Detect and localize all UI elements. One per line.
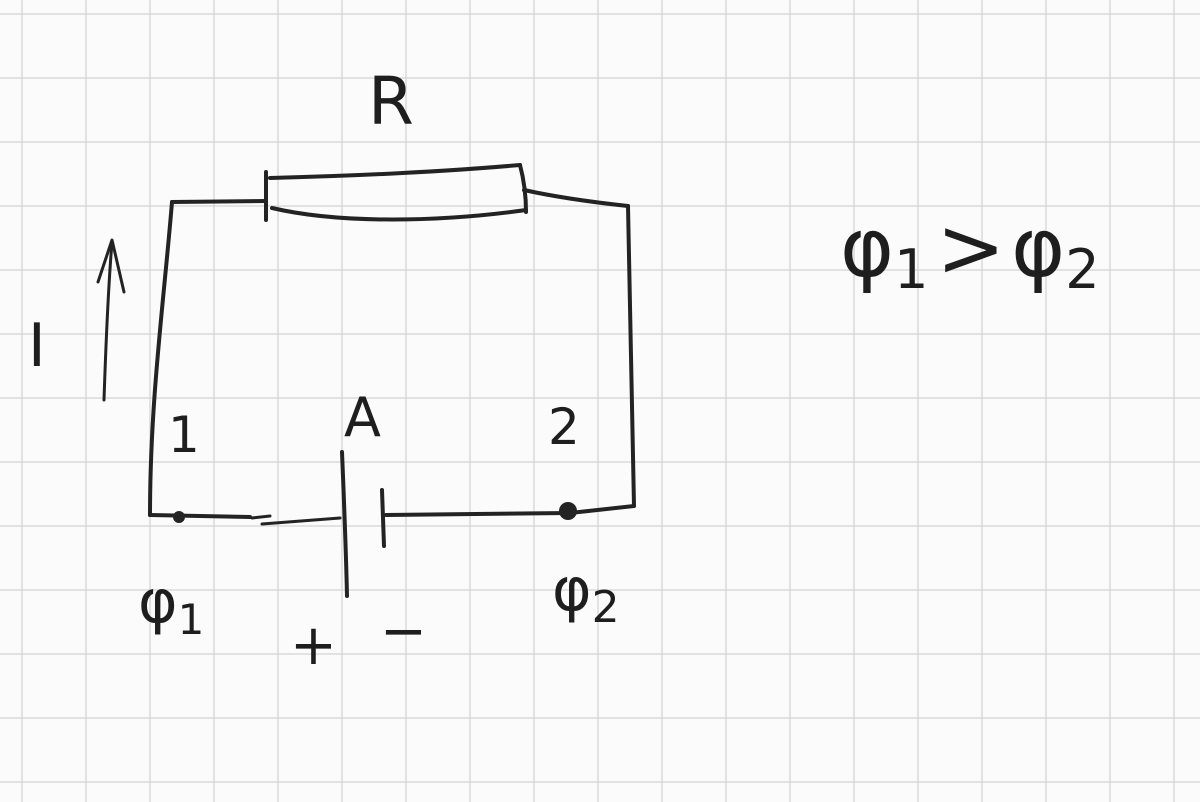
potential-1-label: φ1: [138, 567, 204, 644]
relation-left-symbol: φ: [840, 201, 894, 296]
potential-1-subscript: 1: [178, 595, 205, 644]
relation-right-symbol: φ: [1011, 201, 1065, 296]
battery: [340, 450, 386, 598]
node-1-label: 1: [168, 406, 200, 464]
battery-label: A: [344, 386, 381, 449]
potential-1-symbol: φ: [138, 567, 178, 637]
right-wire: [626, 204, 636, 508]
relation-operator: >: [936, 201, 1005, 296]
node-2-label: 2: [548, 398, 580, 456]
current-arrow: [96, 238, 126, 402]
relation-right-subscript: 2: [1065, 238, 1099, 301]
battery-negative-plate: [380, 488, 386, 548]
relation-left-subscript: 1: [894, 238, 928, 301]
bottom-left-wire: [148, 513, 252, 519]
node-2-dot: [559, 502, 577, 520]
potential-2-subscript: 2: [592, 582, 620, 633]
node-1-dot: [173, 511, 185, 523]
battery-plus-sign: +: [290, 613, 337, 678]
potential-relation: φ1>φ2: [840, 201, 1100, 301]
current-label: I: [28, 311, 46, 381]
potential-2-label: φ2: [552, 555, 620, 633]
circuit: [96, 163, 636, 598]
left-wire: [148, 200, 174, 517]
battery-positive-plate: [340, 450, 349, 598]
potential-2-symbol: φ: [552, 555, 592, 625]
resistor-label: R: [368, 63, 414, 140]
top-left-wire: [170, 199, 268, 204]
bottom-left-wire-lead-2: [260, 516, 342, 526]
battery-minus-sign: −: [380, 599, 427, 664]
top-right-wire: [522, 188, 630, 208]
bottom-left-wire-lead: [250, 514, 272, 520]
